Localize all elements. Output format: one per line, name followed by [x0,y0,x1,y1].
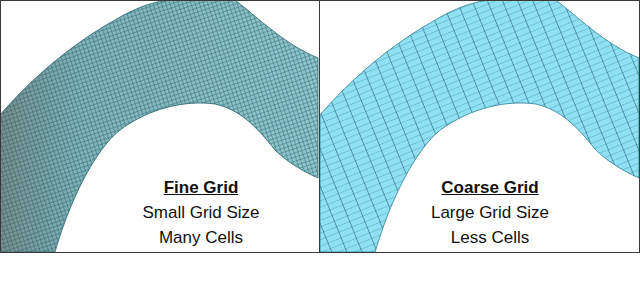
fine-grid-mesh [0,0,318,252]
fine-mesh-fill [0,0,318,252]
coarse-mesh-outline [320,0,639,252]
fine-mesh-outline [0,0,318,252]
coarse-mesh-fill [320,0,639,252]
grid-panel: Coarse GridLarge Grid SizeLess Cells [319,0,640,253]
panel-caption: Small Grid Size [140,203,261,223]
panel-caption: Many Cells [157,228,245,248]
coarse-grid-mesh [320,0,639,252]
panel-heading: Coarse Grid [439,178,540,198]
panel-heading: Fine Grid [162,178,241,198]
fine-mesh-shade [0,0,318,252]
grid-panel: Fine GridSmall Grid SizeMany Cells [0,0,320,253]
panel-caption: Large Grid Size [429,203,551,223]
panel-caption: Less Cells [449,228,531,248]
